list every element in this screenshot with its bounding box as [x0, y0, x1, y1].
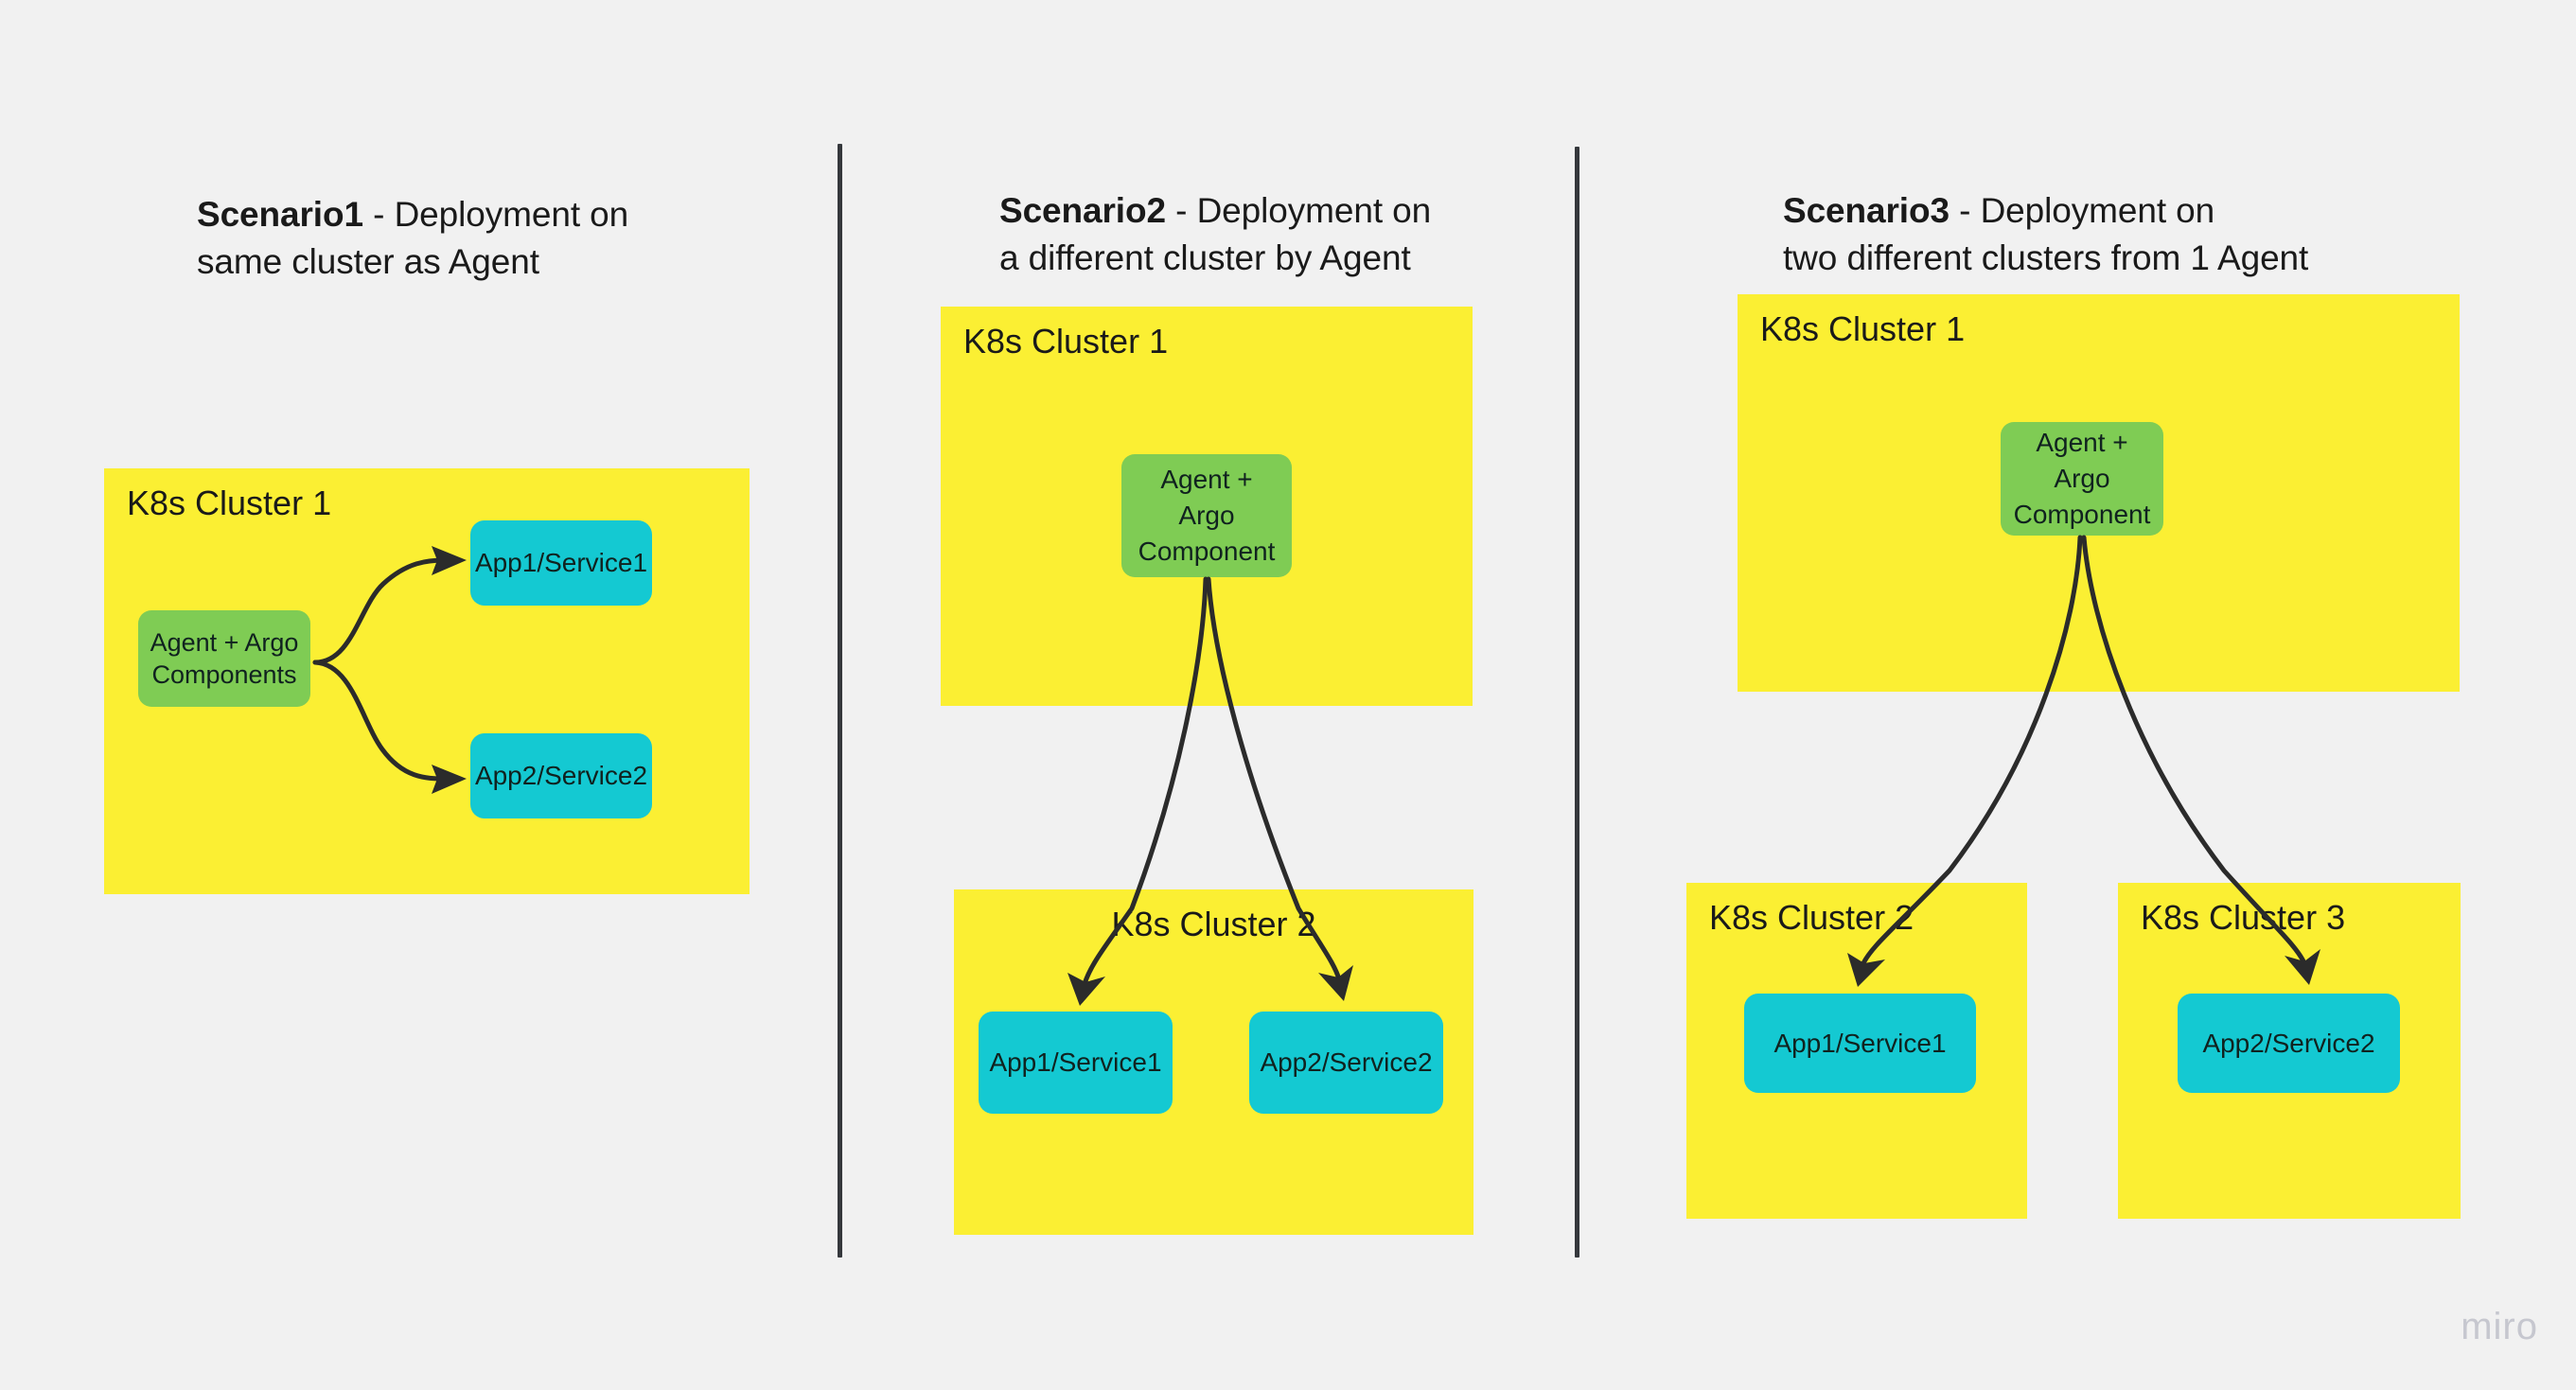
scenario1-title-rest: - Deployment on same cluster as Agent — [197, 195, 629, 281]
cluster-label-s1-cluster1: K8s Cluster 1 — [127, 484, 332, 522]
node-s2-agent[interactable]: Agent + Argo Component — [1121, 454, 1292, 577]
scenario3-title-rest: - Deployment on two different clusters f… — [1783, 191, 2309, 277]
node-s3-agent[interactable]: Agent + Argo Component — [2001, 422, 2163, 536]
miro-watermark: miro — [2461, 1306, 2538, 1347]
panel-divider-2 — [1575, 147, 1579, 1258]
cluster-label-s2-cluster2: K8s Cluster 2 — [1111, 905, 1316, 943]
scenario2-title: Scenario2 - Deployment on a different cl… — [999, 140, 1431, 282]
scenario1-title-bold: Scenario1 — [197, 195, 363, 234]
node-s3-app1[interactable]: App1/Service1 — [1744, 994, 1976, 1093]
node-s2-app2[interactable]: App2/Service2 — [1249, 1012, 1443, 1114]
cluster-label-s3-cluster3: K8s Cluster 3 — [2141, 898, 2346, 937]
panel-divider-1 — [838, 144, 842, 1258]
node-s1-app2[interactable]: App2/Service2 — [470, 733, 652, 818]
scenario2-title-bold: Scenario2 — [999, 191, 1166, 230]
scenario2-title-rest: - Deployment on a different cluster by A… — [999, 191, 1432, 277]
node-s2-app1[interactable]: App1/Service1 — [979, 1012, 1173, 1114]
node-s1-app1[interactable]: App1/Service1 — [470, 520, 652, 606]
cluster-label-s2-cluster1: K8s Cluster 1 — [963, 322, 1169, 361]
cluster-label-s3-cluster1: K8s Cluster 1 — [1760, 309, 1966, 348]
scenario1-title: Scenario1 - Deployment on same cluster a… — [197, 144, 628, 286]
scenario3-title: Scenario3 - Deployment on two different … — [1783, 140, 2308, 282]
node-s1-agent[interactable]: Agent + Argo Components — [138, 610, 310, 707]
scenario3-title-bold: Scenario3 — [1783, 191, 1950, 230]
cluster-label-s3-cluster2: K8s Cluster 2 — [1709, 898, 1914, 937]
node-s3-app2[interactable]: App2/Service2 — [2178, 994, 2400, 1093]
